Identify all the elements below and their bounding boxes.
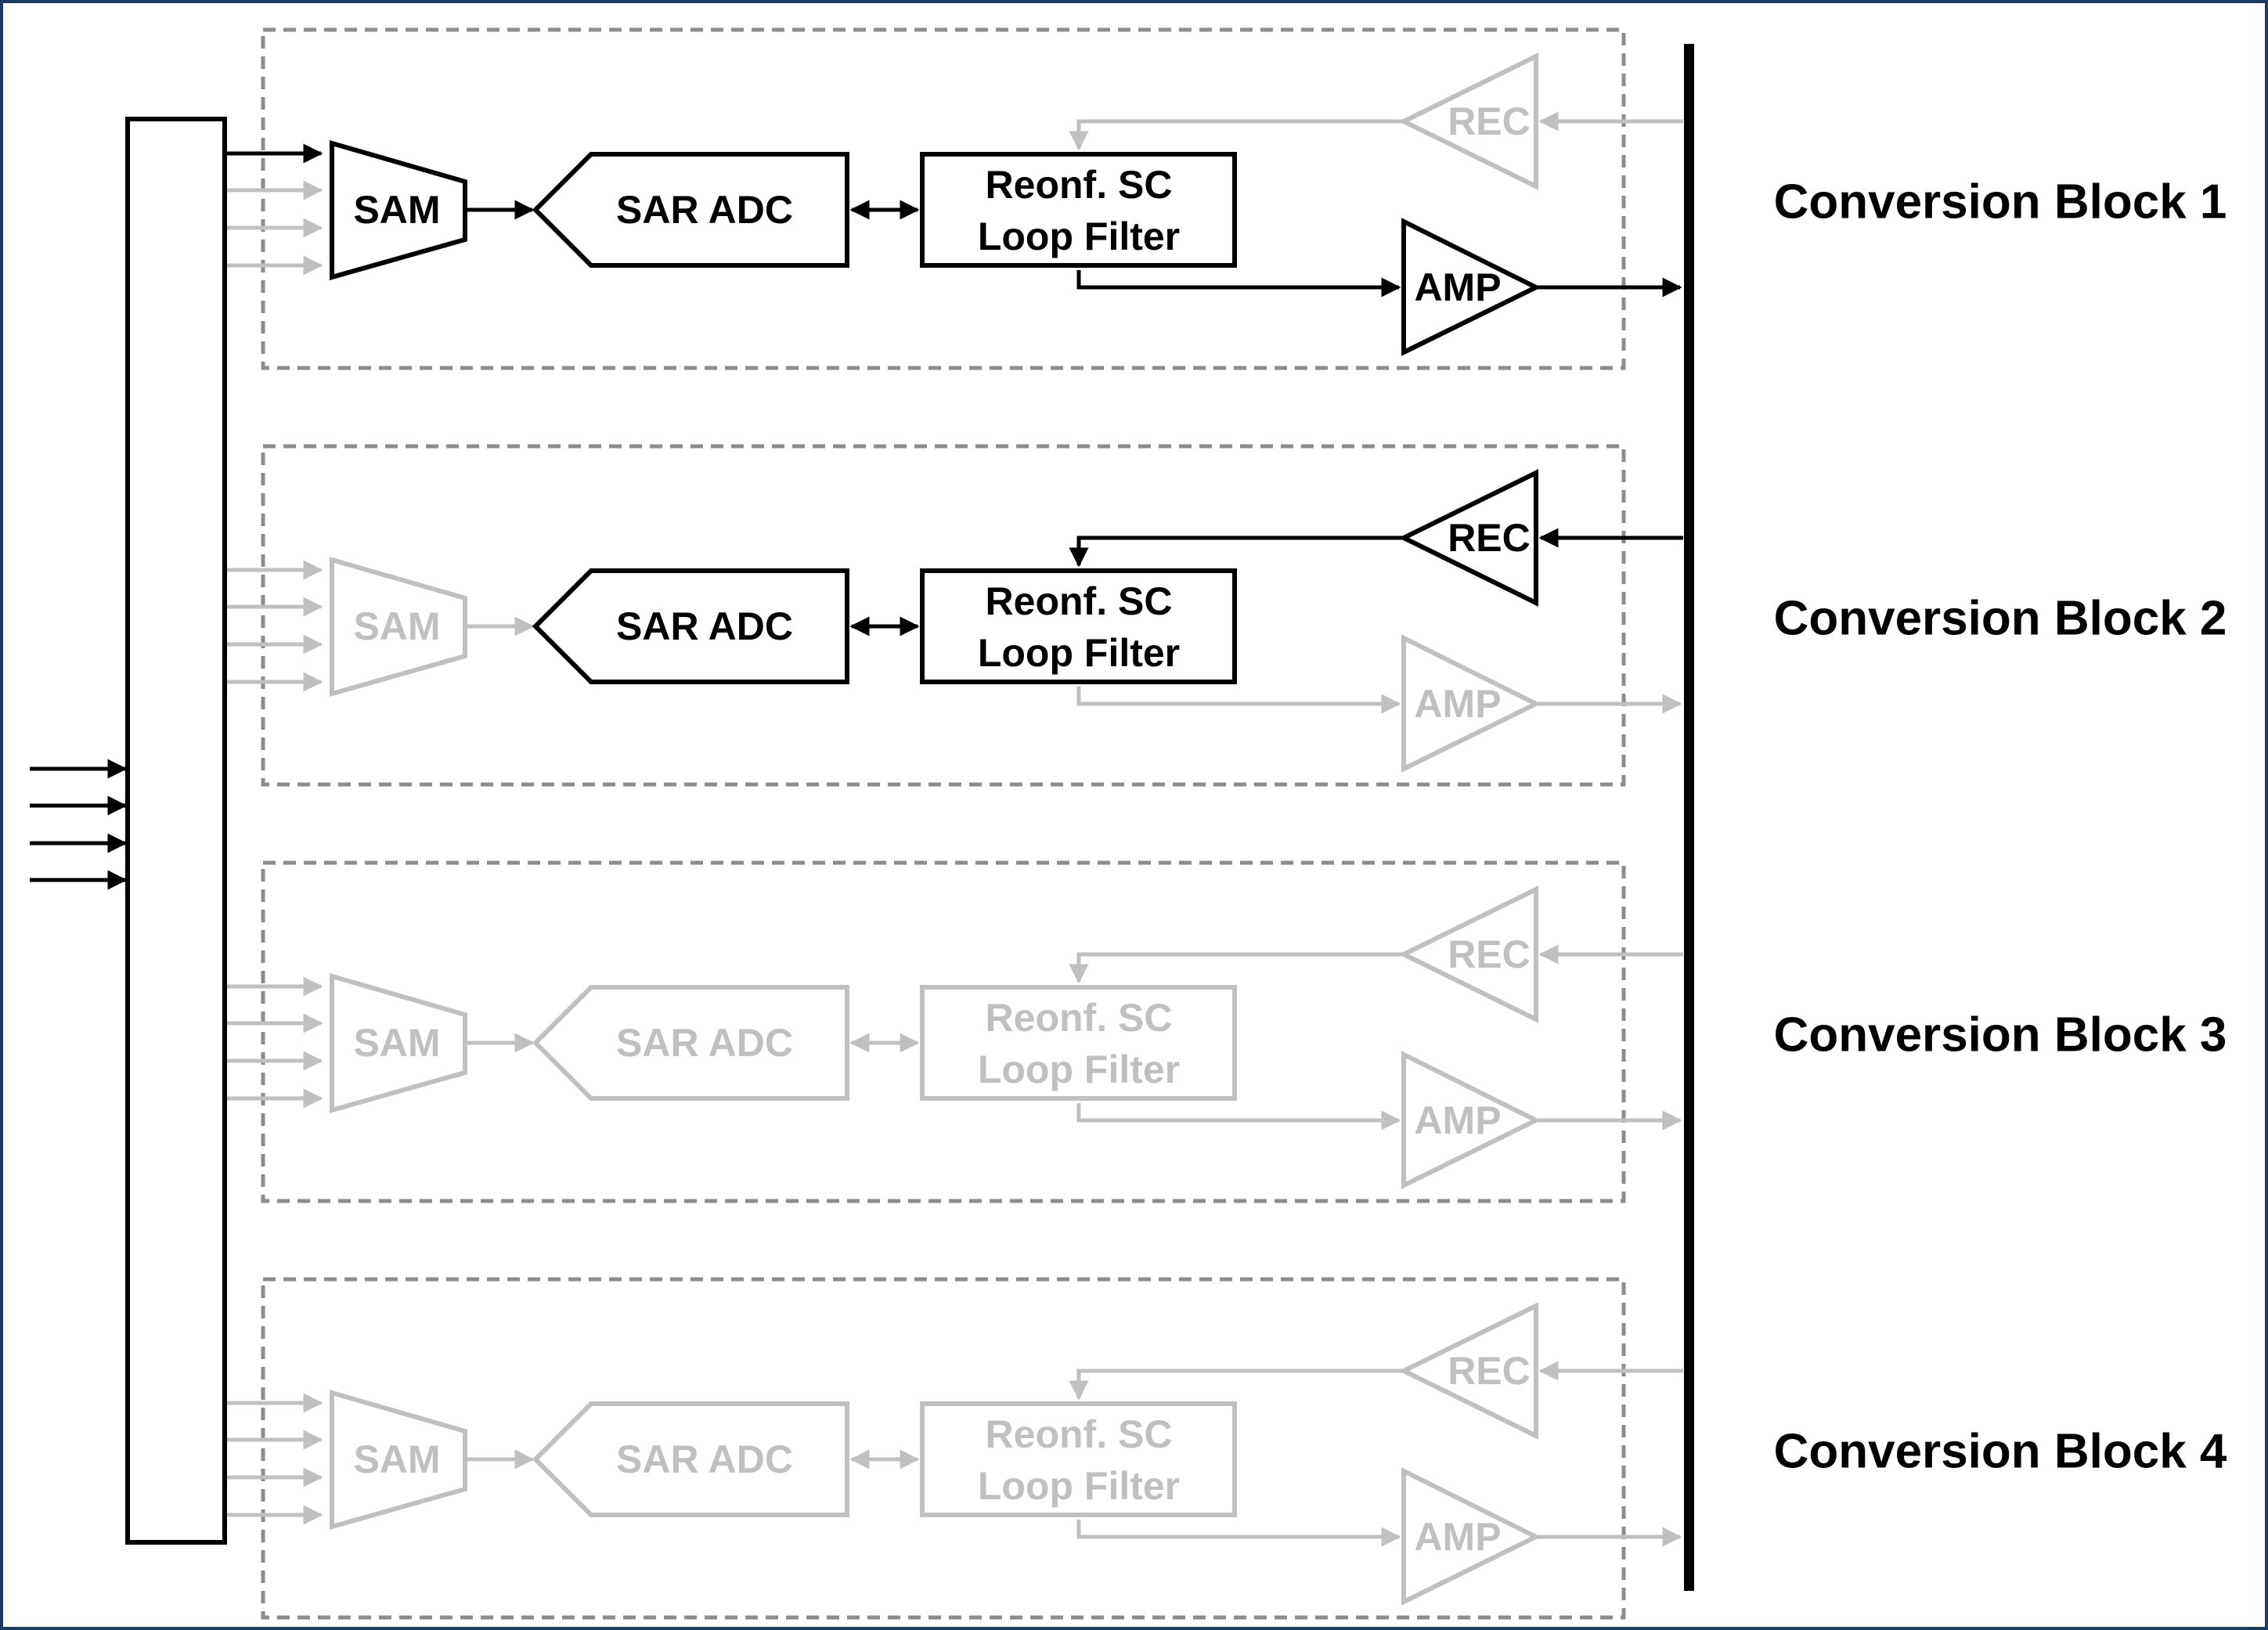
block-container	[261, 27, 1626, 370]
block-title: Conversion Block 1	[1774, 175, 2227, 229]
block-container	[261, 860, 1626, 1203]
rec-block	[1398, 885, 1538, 1023]
amp-block	[1401, 1051, 1541, 1189]
sam-label: SAM	[353, 604, 440, 648]
sar-adc-block	[532, 152, 849, 268]
loop-filter-label-line2: Loop Filter	[978, 1048, 1180, 1091]
amp-block	[1401, 634, 1541, 773]
rec-label: REC	[1448, 99, 1531, 143]
output-bus	[1684, 44, 1694, 1591]
loop-filter-block	[920, 152, 1237, 268]
filter-to-amp-arrow	[1076, 1103, 1401, 1131]
sam-label: SAM	[353, 1021, 440, 1065]
rec-block	[1398, 1302, 1538, 1440]
sam-label: SAM	[353, 188, 440, 232]
conversion-block-1: SAM SAR ADC Reonf. SC Loop Filter REC AMP Conv…	[227, 27, 2227, 370]
loop-filter-label-line1: Reonf. SC	[986, 1412, 1173, 1456]
sam-block	[330, 973, 467, 1113]
conversion-block-2: SAM SAR ADC Reonf. SC Loop Filter REC AMP Conv…	[227, 444, 2227, 787]
block-title: Conversion Block 4	[1774, 1425, 2227, 1479]
conversion-block-4: SAM SAR ADC Reonf. SC Loop Filter REC AMP Conv…	[227, 1277, 2227, 1620]
sar-adc-block	[532, 985, 849, 1101]
amp-label: AMP	[1414, 682, 1501, 726]
sar-adc-label: SAR ADC	[616, 1021, 793, 1065]
amp-label: AMP	[1414, 1098, 1501, 1142]
amp-block	[1401, 1467, 1541, 1606]
amp-label: AMP	[1414, 265, 1501, 309]
sar-adc-label: SAR ADC	[616, 604, 793, 648]
rec-block	[1398, 52, 1538, 190]
rec-label: REC	[1448, 516, 1531, 560]
rec-to-filter-arrow	[1069, 536, 1404, 568]
sam-label: SAM	[353, 1437, 440, 1481]
rec-to-filter-arrow	[1069, 119, 1404, 151]
loop-filter-block	[920, 1401, 1237, 1517]
sar-adc-block	[532, 1401, 849, 1517]
sam-block	[330, 557, 467, 697]
filter-to-amp-arrow	[1076, 270, 1401, 298]
input-arrows	[30, 759, 128, 890]
loop-filter-label-line1: Reonf. SC	[986, 996, 1173, 1040]
sar-adc-label: SAR ADC	[616, 1437, 793, 1481]
input-distribution-bar	[125, 117, 227, 1545]
block-container	[261, 1277, 1626, 1620]
sar-adc-label: SAR ADC	[616, 188, 793, 232]
sar-adc-block	[532, 568, 849, 684]
block-title: Conversion Block 2	[1774, 592, 2227, 646]
amp-label: AMP	[1414, 1515, 1501, 1559]
sam-block	[330, 1390, 467, 1530]
conversion-block-3: SAM SAR ADC Reonf. SC Loop Filter REC AMP Conv…	[227, 860, 2227, 1203]
filter-to-amp-arrow	[1076, 1520, 1401, 1547]
loop-filter-block	[920, 568, 1237, 684]
sam-block	[330, 140, 467, 280]
rec-to-filter-arrow	[1069, 1369, 1404, 1401]
filter-to-amp-arrow	[1076, 687, 1401, 714]
loop-filter-label-line1: Reonf. SC	[986, 579, 1173, 623]
rec-block	[1398, 469, 1538, 607]
loop-filter-block	[920, 985, 1237, 1101]
loop-filter-label-line2: Loop Filter	[978, 1464, 1180, 1508]
block-title: Conversion Block 3	[1774, 1008, 2227, 1062]
rec-label: REC	[1448, 1349, 1531, 1393]
loop-filter-label-line2: Loop Filter	[978, 631, 1180, 675]
loop-filter-label-line1: Reonf. SC	[986, 163, 1173, 207]
block-container	[261, 444, 1626, 787]
rec-to-filter-arrow	[1069, 952, 1404, 984]
loop-filter-label-line2: Loop Filter	[978, 215, 1180, 258]
rec-label: REC	[1448, 932, 1531, 976]
amp-block	[1401, 218, 1541, 356]
